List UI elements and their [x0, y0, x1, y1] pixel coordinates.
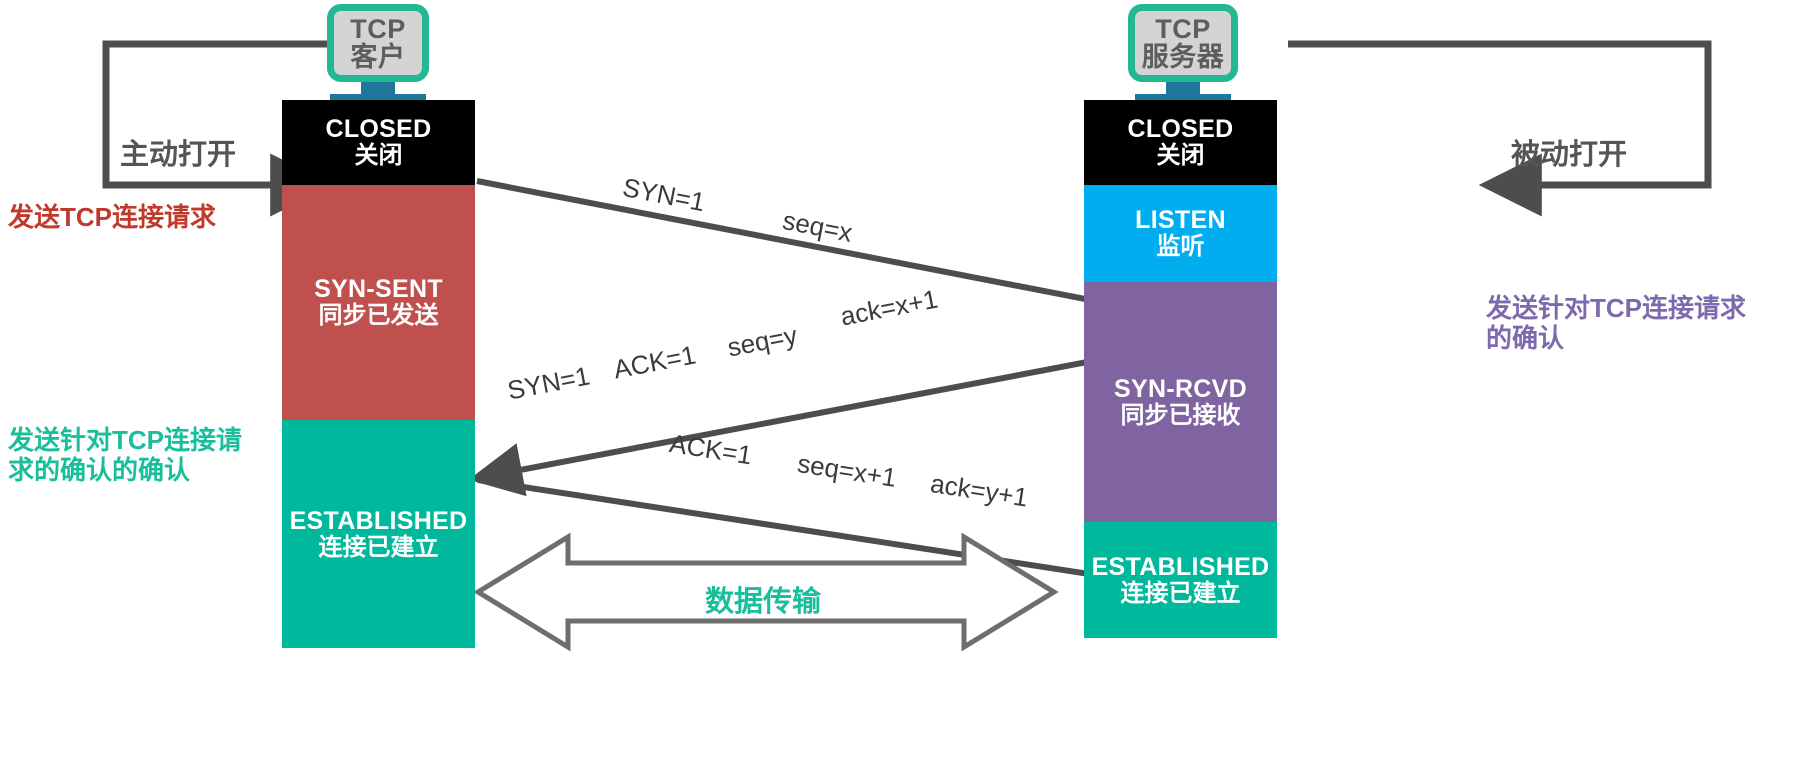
state-en: ESTABLISHED	[289, 506, 468, 535]
state-cn: 连接已建立	[1120, 579, 1241, 607]
state-cn: 关闭	[354, 142, 403, 170]
client-note-send-request: 发送TCP连接请求	[8, 202, 217, 232]
monitor-neck	[361, 82, 395, 94]
note-line-2: 的确认	[1486, 323, 1565, 354]
segment-syn-field-0: SYN=1	[620, 172, 708, 218]
segment-ack-field-2: ack=y+1	[928, 468, 1031, 513]
client-monitor-icon: TCP 客户	[327, 4, 429, 107]
state-cn: 同步已接收	[1120, 401, 1241, 429]
state-cn: 同步已发送	[318, 302, 439, 330]
note-line-2: 求的确认的确认	[8, 455, 191, 486]
server-passive-open-label: 被动打开	[1511, 139, 1628, 171]
note-line-1: 发送针对TCP连接请	[8, 425, 243, 455]
state-en: CLOSED	[325, 115, 432, 144]
server-state-established: ESTABLISHED 连接已建立	[1084, 522, 1277, 638]
server-monitor-icon: TCP 服务器	[1128, 4, 1238, 107]
client-state-established: ESTABLISHED 连接已建立	[282, 420, 475, 648]
client-icon-line1: TCP	[350, 13, 406, 44]
server-monitor-screen: TCP 服务器	[1128, 4, 1238, 82]
state-en: CLOSED	[1127, 115, 1234, 144]
server-state-syn-rcvd: SYN-RCVD 同步已接收	[1084, 282, 1277, 522]
data-transfer-label: 数据传输	[705, 586, 822, 618]
state-en: SYN-SENT	[314, 275, 443, 304]
client-state-bar: CLOSED 关闭 SYN-SENT 同步已发送 ESTABLISHED 连接已…	[282, 100, 475, 648]
state-en: ESTABLISHED	[1091, 552, 1270, 581]
server-icon-line2: 服务器	[1141, 42, 1225, 72]
server-state-bar: CLOSED 关闭 LISTEN 监听 SYN-RCVD 同步已接收 ESTAB…	[1084, 100, 1277, 638]
server-state-closed: CLOSED 关闭	[1084, 100, 1277, 185]
client-state-closed: CLOSED 关闭	[282, 100, 475, 185]
monitor-neck	[1166, 82, 1200, 94]
server-note-send-ack: 发送针对TCP连接请求 的确认	[1486, 293, 1746, 353]
segment-syn-ack-field-1: ACK=1	[611, 339, 699, 385]
segment-ack-field-0: ACK=1	[667, 428, 755, 471]
server-icon-line1: TCP	[1155, 13, 1211, 44]
state-cn: 监听	[1156, 233, 1205, 261]
client-note-ack-of-ack: 发送针对TCP连接请 求的确认的确认	[8, 425, 242, 485]
server-state-listen: LISTEN 监听	[1084, 185, 1277, 282]
client-active-open-label: 主动打开	[120, 139, 237, 171]
state-en: SYN-RCVD	[1114, 374, 1247, 403]
note-line-1: 发送针对TCP连接请求	[1486, 293, 1747, 323]
segment-syn-ack-field-2: seq=y	[725, 319, 800, 363]
state-cn: 关闭	[1156, 142, 1205, 170]
segment-syn-ack-field-3: ack=x+1	[838, 283, 941, 332]
client-monitor-screen: TCP 客户	[327, 4, 429, 82]
segment-syn-ack-field-0: SYN=1	[505, 360, 593, 406]
segment-ack-field-1: seq=x+1	[795, 448, 899, 493]
segment-syn-field-1: seq=x	[780, 205, 855, 248]
client-icon-line2: 客户	[350, 42, 406, 72]
state-en: LISTEN	[1135, 206, 1226, 235]
client-state-syn-sent: SYN-SENT 同步已发送	[282, 185, 475, 420]
state-cn: 连接已建立	[318, 533, 439, 561]
